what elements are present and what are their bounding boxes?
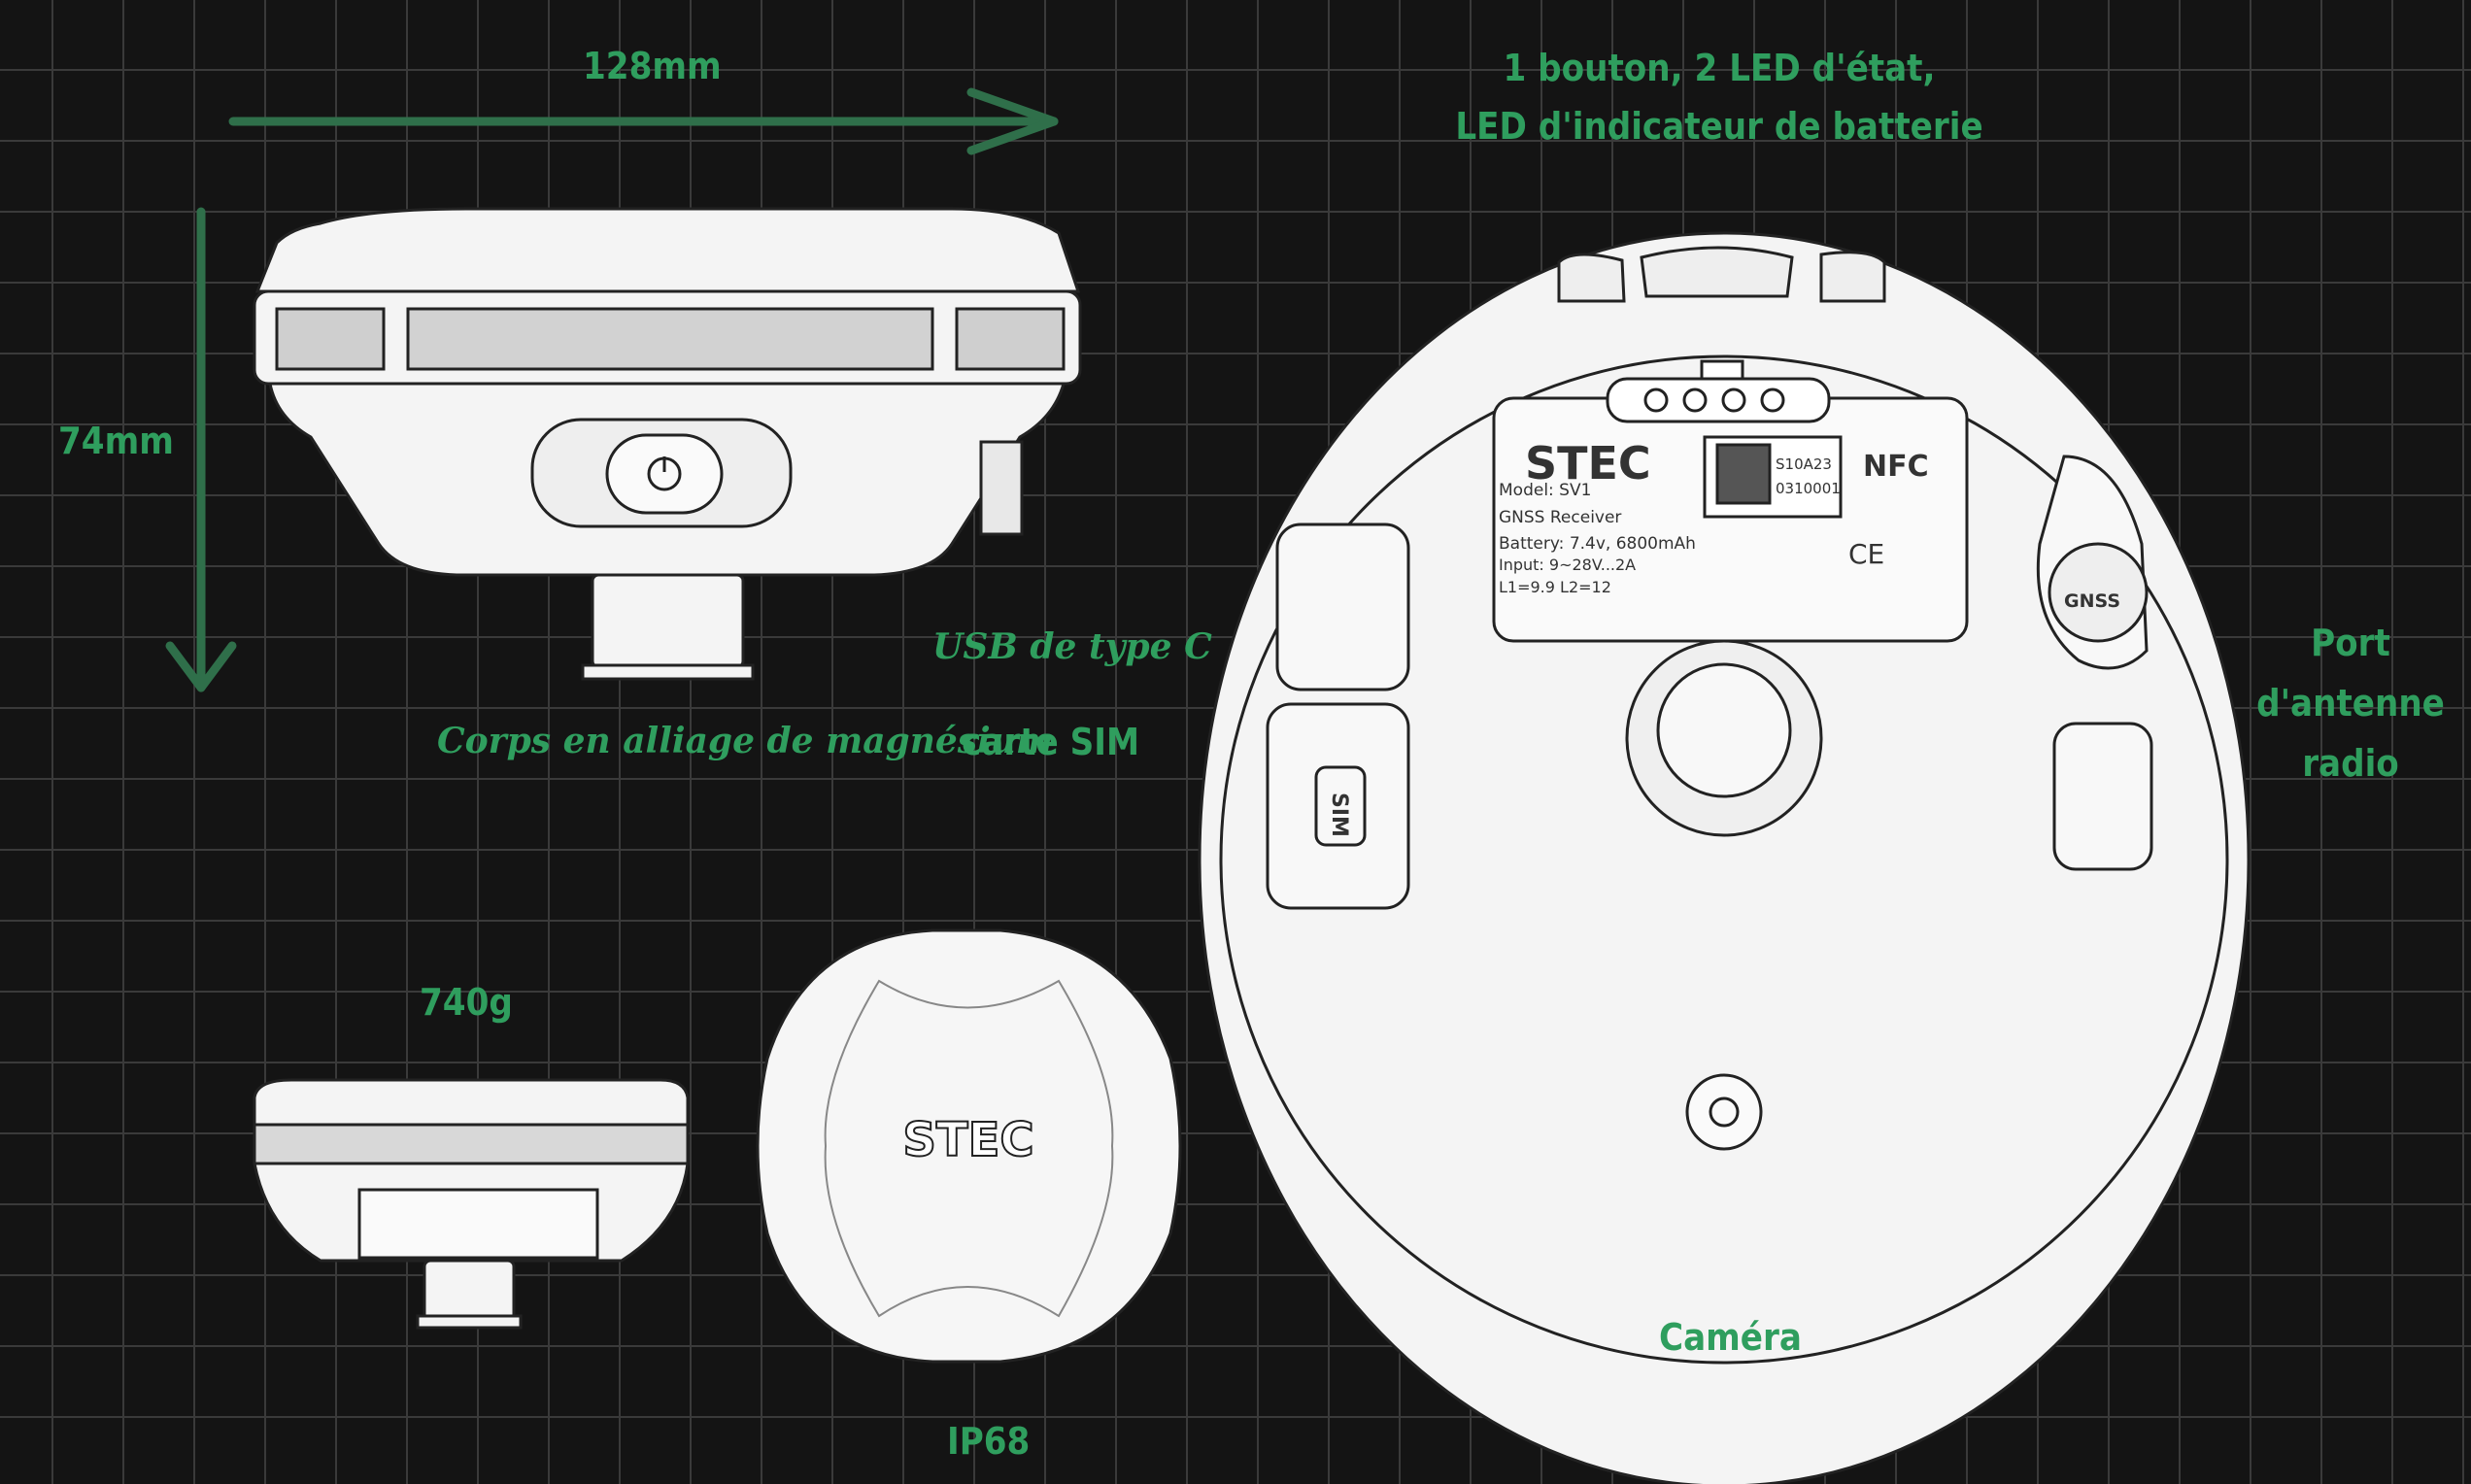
height-arrow bbox=[165, 207, 237, 692]
radio-port-label-line3: radio bbox=[2302, 742, 2399, 785]
model-text: Model: SV1 bbox=[1499, 481, 1591, 500]
ce-mark-icon: CE bbox=[1848, 538, 1884, 570]
ip-rating-label: IP68 bbox=[947, 1420, 1031, 1463]
nfc-icon: NFC bbox=[1863, 450, 1929, 484]
cap-brand-logo: STEC bbox=[902, 1113, 1033, 1167]
radio-port-label-line2: d'antenne bbox=[2256, 682, 2445, 725]
sim-slot-text: SIM bbox=[1327, 793, 1351, 837]
device-side-view bbox=[253, 207, 1082, 681]
height-label: 74mm bbox=[58, 420, 174, 462]
camera-label: Caméra bbox=[1659, 1316, 1802, 1359]
body-material-label: Corps en alliage de magnésium bbox=[437, 721, 1053, 761]
buttons-label-line2: LED d'indicateur de batterie bbox=[1455, 105, 1983, 148]
width-arrow bbox=[228, 87, 1059, 155]
gnss-port-text: GNSS bbox=[2064, 590, 2120, 612]
device-bottom-view bbox=[1198, 231, 2251, 1484]
weight-label: 740g bbox=[420, 981, 513, 1024]
device-small-side-view bbox=[253, 1078, 690, 1330]
device-label-panel: STEC Model: SV1 GNSS Receiver Battery: 7… bbox=[1327, 437, 2120, 837]
l1l2-spec-text: L1=9.9 L2=12 bbox=[1499, 578, 1611, 596]
device-top-cap: STEC bbox=[756, 928, 1182, 1364]
bottom-brand-logo: STEC bbox=[1525, 437, 1651, 489]
serial-text-1: S10A23 bbox=[1776, 455, 1832, 473]
sim-card-label: carte SIM bbox=[962, 721, 1139, 763]
width-label: 128mm bbox=[583, 45, 722, 87]
buttons-label-line1: 1 bouton, 2 LED d'état, bbox=[1503, 47, 1936, 89]
receiver-type-text: GNSS Receiver bbox=[1499, 508, 1621, 527]
radio-port-label-line1: Port bbox=[2311, 622, 2390, 664]
usb-label: USB de type C bbox=[932, 626, 1212, 667]
input-spec-text: Input: 9~28V...2A bbox=[1499, 556, 1636, 574]
serial-text-2: 0310001 bbox=[1776, 480, 1841, 497]
battery-spec-text: Battery: 7.4v, 6800mAh bbox=[1499, 534, 1696, 554]
